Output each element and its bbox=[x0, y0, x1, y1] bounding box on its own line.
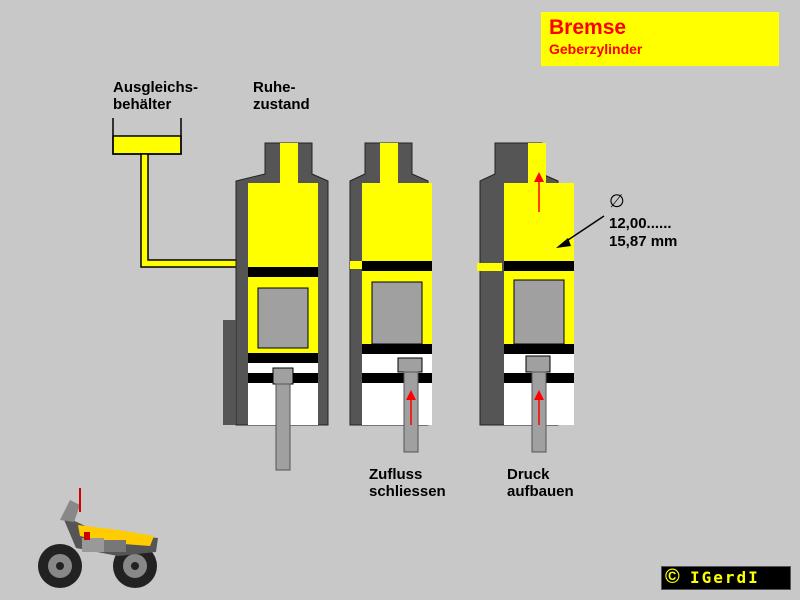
cylinder-rest-piston bbox=[257, 287, 309, 349]
rest-state-label-line1: Ruhe- bbox=[253, 79, 296, 96]
cylinder-closing-outlet bbox=[380, 143, 398, 183]
cylinder-rest-pressure-chamber bbox=[248, 183, 318, 267]
arrow-up-icon bbox=[534, 390, 544, 425]
cylinder-closing bbox=[349, 142, 432, 453]
reservoir-label-line1: Ausgleichs- bbox=[113, 79, 199, 96]
cylinder-rest-push-rod bbox=[275, 383, 291, 471]
reservoir-label-line2: behälter bbox=[113, 96, 172, 113]
diameter-label-line2: 15,87 mm bbox=[609, 233, 678, 250]
close-inflow-label-line2: schliessen bbox=[369, 483, 446, 500]
cylinder-closing-circlip bbox=[362, 373, 432, 383]
build-pressure-label-line2: aufbauen bbox=[507, 483, 574, 500]
cylinder-pressure-secondary-seal bbox=[504, 344, 574, 354]
cylinder-closing-primary-seal bbox=[362, 261, 432, 271]
cylinder-closing-piston bbox=[371, 281, 423, 345]
cylinder-rest-foot bbox=[223, 320, 236, 425]
reservoir-feed-line bbox=[140, 153, 249, 268]
diameter-label-line1: 12,00...... bbox=[609, 215, 672, 232]
cylinder-pressure-rod-head bbox=[525, 355, 551, 373]
cylinder-closing-pressure-chamber bbox=[362, 183, 432, 261]
cylinder-pressure-primary-seal bbox=[504, 261, 574, 271]
cylinder-pressure-port bbox=[477, 263, 502, 271]
copyright-symbol: © bbox=[665, 566, 680, 588]
reservoir-fluid bbox=[112, 135, 182, 155]
copyright-name: IGerdI bbox=[690, 568, 760, 587]
build-pressure-label-line1: Druck bbox=[507, 466, 550, 483]
cylinder-rest-rod-head bbox=[272, 367, 294, 385]
diameter-symbol: ∅ bbox=[609, 191, 625, 211]
arrow-up-icon bbox=[534, 172, 544, 212]
arrow-up-icon bbox=[406, 390, 416, 425]
rest-state-label-line2: zustand bbox=[253, 96, 310, 113]
cylinder-pressure bbox=[477, 142, 574, 453]
motorcycle-icon bbox=[38, 488, 158, 588]
cylinder-rest-primary-seal bbox=[248, 267, 318, 277]
cylinder-rest-secondary-seal bbox=[248, 353, 318, 363]
page-title: Bremse bbox=[549, 16, 627, 39]
close-inflow-label-line1: Zufluss bbox=[369, 466, 423, 483]
cylinder-rest-outlet bbox=[280, 143, 298, 183]
page-subtitle: Geberzylinder bbox=[549, 41, 643, 57]
cylinder-closing-rod-head bbox=[397, 357, 423, 373]
copyright-badge: © IGerdI bbox=[661, 566, 791, 590]
cylinder-pressure-outlet bbox=[528, 143, 546, 183]
reservoir bbox=[112, 118, 249, 268]
cylinder-closing-secondary-seal bbox=[362, 344, 432, 354]
cylinder-rest bbox=[223, 142, 329, 471]
cylinder-pressure-piston bbox=[513, 279, 565, 345]
pointer-arrow-icon bbox=[556, 215, 605, 248]
title-box: Bremse Geberzylinder bbox=[541, 12, 779, 66]
